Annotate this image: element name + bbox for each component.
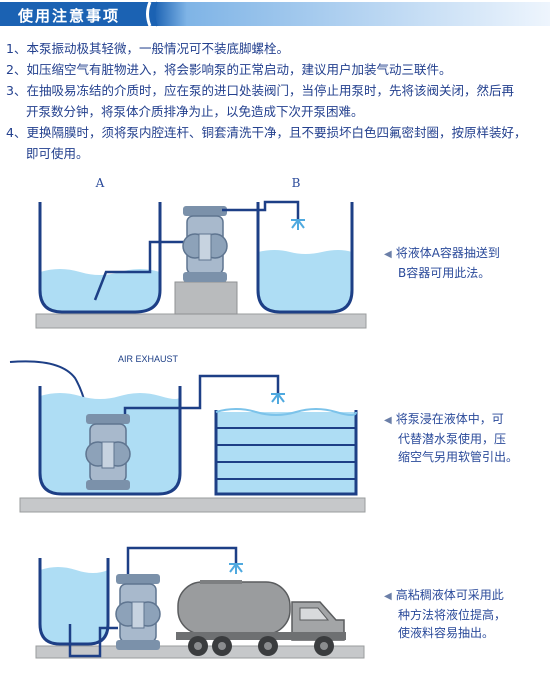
pump-stand	[174, 281, 238, 315]
spray-icon	[271, 393, 285, 404]
note-text: 开泵数分钟，将泵体介质排净为止，以免造成下次开泵困难。	[26, 104, 364, 119]
tanker-truck-icon	[176, 580, 346, 656]
caption-line: 种方法将液位提高，	[398, 608, 507, 622]
caption-1: ◀将液体A容器抽送到 B容器可用此法。	[384, 244, 500, 282]
note-text: 如压缩空气有脏物进入，将会影响泵的正常启动，建议用户加装气动三联件。	[26, 62, 452, 77]
discharge-pipe	[222, 200, 300, 220]
tank-b-water	[258, 250, 352, 312]
caption-line: B容器可用此法。	[398, 266, 491, 280]
tank-2-bands	[216, 427, 356, 480]
label-b: B	[292, 176, 301, 190]
pump-icon	[85, 413, 131, 491]
page-title: 使用注意事项	[18, 7, 121, 25]
platform	[19, 497, 366, 513]
caption-line: 使液料容易抽出。	[398, 626, 495, 640]
air-exhaust-label: AIR EXHAUST	[118, 354, 179, 364]
platform	[35, 313, 367, 329]
note-text: 本泵振动极其轻微，一般情况可不装底脚螺栓。	[26, 41, 289, 56]
caption-line: 缩空气另用软管引出。	[398, 450, 519, 464]
note-number: 1、	[6, 41, 27, 56]
caption-2: ◀将泵浸在液体中，可 代替潜水泵使用，压 缩空气另用软管引出。	[384, 410, 518, 466]
tank-2-water	[216, 412, 356, 494]
diagram-transfer: A B	[35, 176, 367, 329]
pointer-icon: ◀	[384, 415, 392, 426]
tank-2	[214, 410, 358, 496]
note-number: 3、	[6, 83, 27, 98]
tank-1	[38, 386, 182, 496]
caption-line: 将液体A容器抽送到	[395, 246, 500, 260]
label-a: A	[95, 176, 105, 190]
note-text: 即可使用。	[26, 146, 89, 161]
discharge-pipe	[123, 374, 280, 414]
spray-icon	[291, 219, 305, 230]
header-bar	[0, 1, 550, 27]
tank-a	[38, 202, 162, 314]
tank-3-water	[40, 567, 108, 644]
note-item: 4、更换隔膜时，须将泵内腔连杆、铜套清洗干净，且不要损坏白色四氟密封圈，按原样装…	[6, 122, 546, 164]
caption-line: 高粘稠液体可采用此	[395, 588, 504, 602]
pointer-icon: ◀	[384, 591, 392, 602]
spray-icon	[229, 563, 243, 574]
note-item: 2、如压缩空气有脏物进入，将会影响泵的正常启动，建议用户加装气动三联件。	[6, 59, 546, 80]
caption-line: 代替潜水泵使用，压	[398, 432, 507, 446]
tank-b	[256, 202, 354, 314]
tank-3	[38, 558, 110, 646]
note-text: 在抽吸易冻结的介质时，应在泵的进口处装阀门，当停止用泵时，先将该阀关闭，然后再	[26, 83, 514, 98]
pointer-icon: ◀	[384, 249, 392, 260]
pump-icon	[182, 205, 228, 283]
caption-3: ◀高粘稠液体可采用此 种方法将液位提高， 使液料容易抽出。	[384, 586, 506, 642]
suction-pipe	[93, 240, 188, 301]
note-number: 2、	[6, 62, 27, 77]
notes-list: 1、本泵振动极其轻微，一般情况可不装底脚螺栓。 2、如压缩空气有脏物进入，将会影…	[6, 38, 546, 164]
note-item: 1、本泵振动极其轻微，一般情况可不装底脚螺栓。	[6, 38, 546, 59]
diagram-tanker	[35, 546, 365, 659]
note-number: 4、	[6, 125, 27, 140]
discharge-pipe	[126, 546, 238, 574]
pump-icon	[115, 573, 161, 651]
suction-pipe	[68, 624, 118, 658]
note-text: 更换隔膜时，须将泵内腔连杆、铜套清洗干净，且不要损坏白色四氟密封圈，按原样装好，	[26, 125, 527, 140]
caption-line: 将泵浸在液体中，可	[395, 412, 504, 426]
note-item: 3、在抽吸易冻结的介质时，应在泵的进口处装阀门，当停止用泵时，先将该阀关闭，然后…	[6, 80, 546, 122]
diagram-submerged: AIR EXHAUST	[9, 354, 366, 513]
